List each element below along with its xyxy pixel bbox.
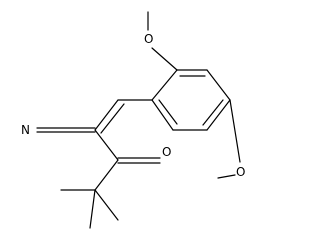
bond-alpha-carbonyl [94,129,119,161]
ring-bond-3-inner [202,99,224,126]
bond-tbu-methyl-right [94,189,119,221]
bond-o-ring-top [151,47,178,71]
oxygen-label-bottom: O [236,165,245,179]
vinyl-double-bond-a [94,99,119,131]
bond-tbu-methyl-bottom [89,189,96,229]
ring-bond-2 [206,69,231,101]
ring-bond-3 [206,99,231,131]
ring-bond-5 [151,99,174,131]
bond-carbonyl-quaternary [94,159,119,191]
ring-bond-5-inner [158,99,178,125]
carbonyl-oxygen-label: O [162,145,171,159]
ring-bond-6 [151,69,178,101]
bond-ring-o-bottom [229,99,241,163]
chemical-structure: O O N O [21,11,245,229]
bond-o-methyl-bottom [217,174,236,179]
oxygen-label-top: O [144,32,153,46]
nitrogen-label: N [21,123,30,137]
vinyl-double-bond-b [100,103,125,134]
